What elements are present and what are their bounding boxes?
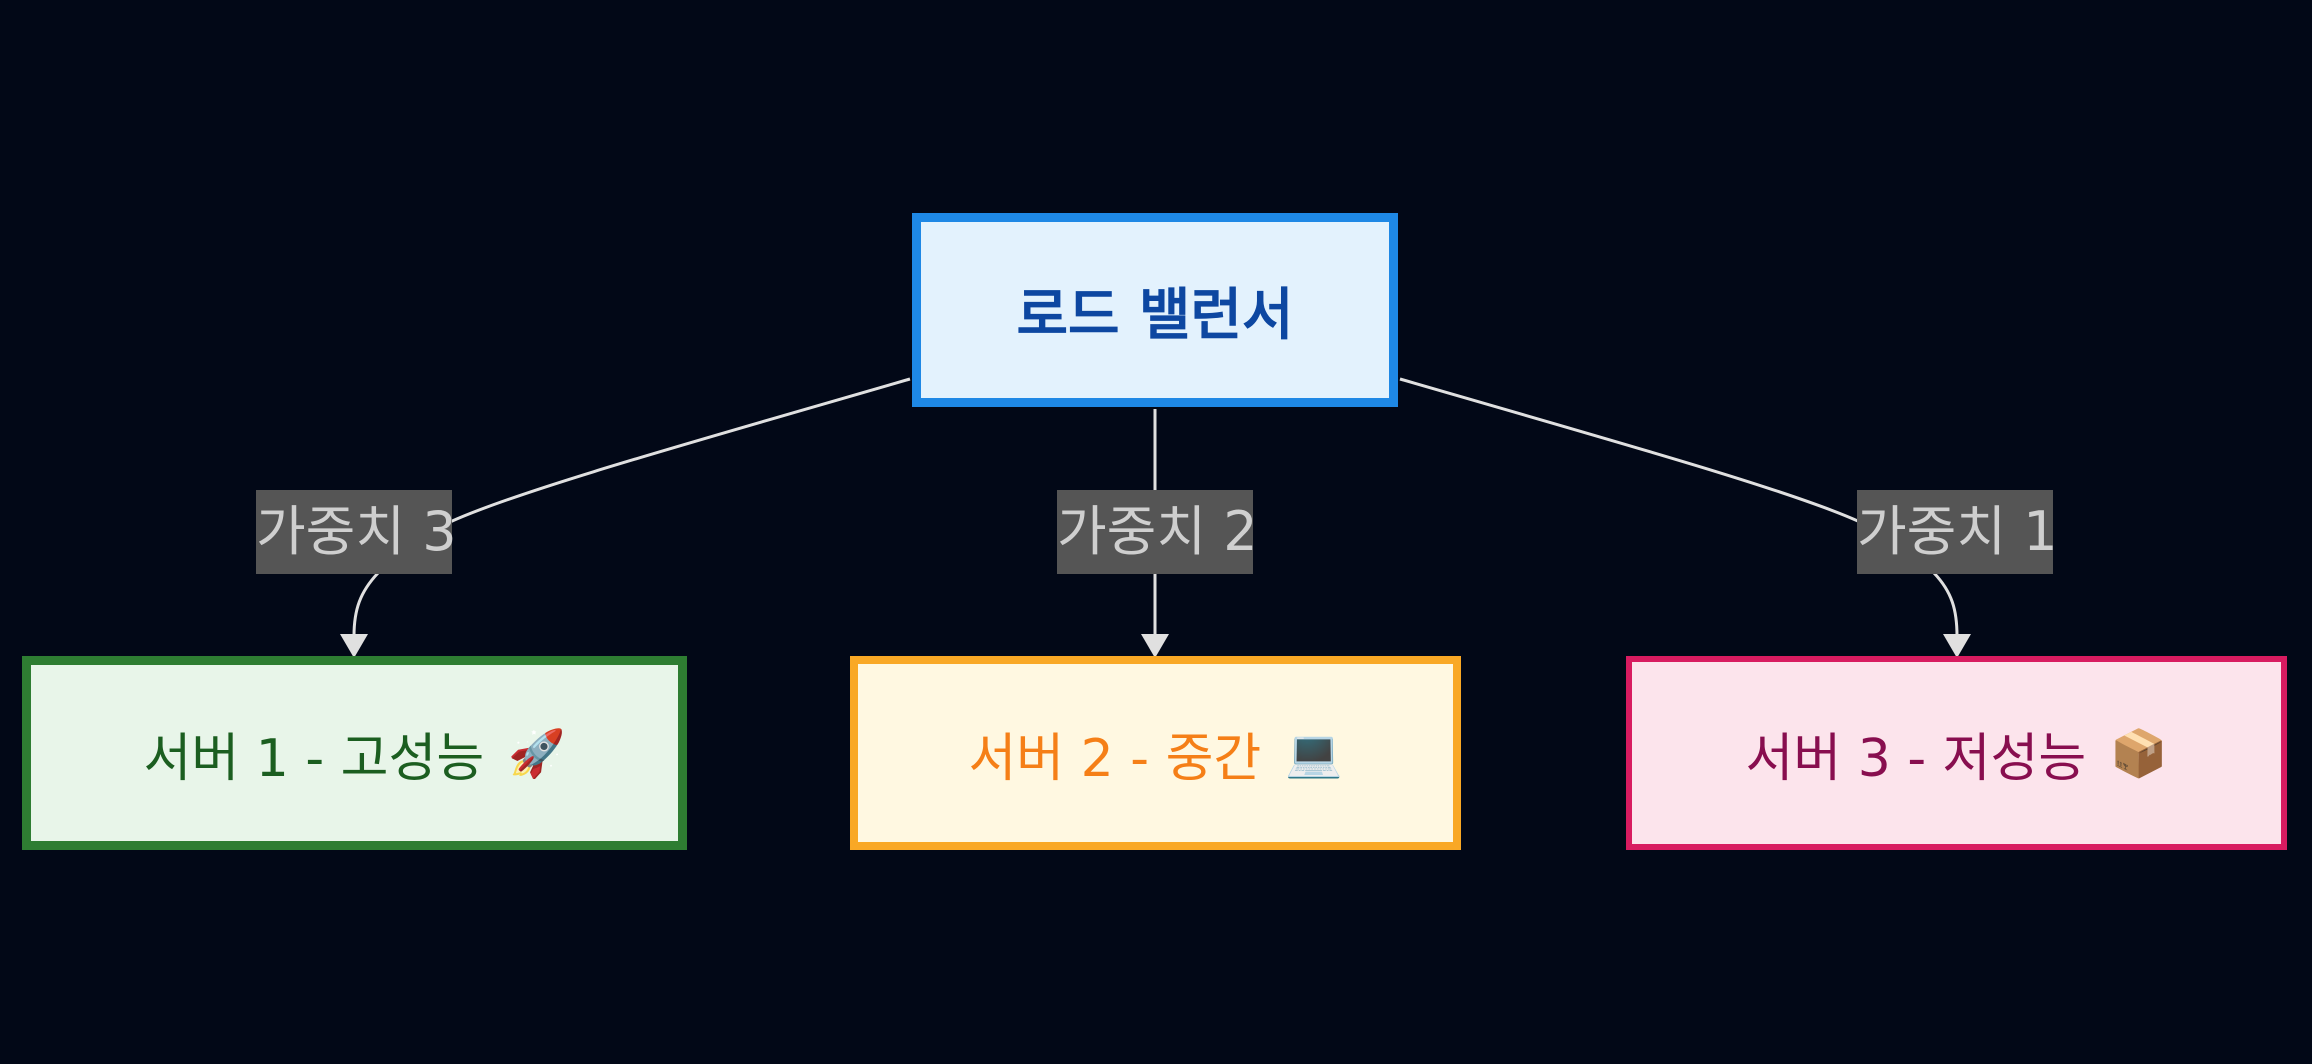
server-2-node: 서버 2 - 중간 💻	[850, 656, 1461, 850]
server-3-label: 서버 3 - 저성능	[1745, 728, 2087, 789]
laptop-icon: 💻	[1285, 725, 1343, 780]
edge-lb-to-server-1-lower	[352, 571, 380, 637]
edge-label-weight-1: 가중치 1	[1857, 490, 2058, 574]
package-icon: 📦	[2110, 725, 2168, 780]
edge-lb-to-server-1	[449, 377, 911, 524]
server-3-node: 서버 3 - 저성능 📦	[1626, 656, 2287, 850]
arrowhead-server-2	[1141, 634, 1169, 658]
server-1-node: 서버 1 - 고성능 🚀	[22, 656, 687, 850]
edge-label-weight-2: 가중치 2	[1057, 490, 1258, 574]
load-balancer-label: 로드 밸런서	[1016, 282, 1294, 348]
rocket-icon: 🚀	[508, 725, 566, 780]
edge-lb-to-server-3	[1399, 377, 1861, 524]
arrowhead-server-1	[340, 634, 368, 658]
server-2-label: 서버 2 - 중간	[968, 728, 1262, 789]
server-1-label: 서버 1 - 고성능	[143, 728, 485, 789]
edge-lb-to-server-3-lower	[1932, 571, 1959, 637]
load-balancer-node: 로드 밸런서	[912, 213, 1398, 407]
arrowhead-server-3	[1943, 634, 1971, 658]
edge-label-weight-3: 가중치 3	[256, 490, 457, 574]
